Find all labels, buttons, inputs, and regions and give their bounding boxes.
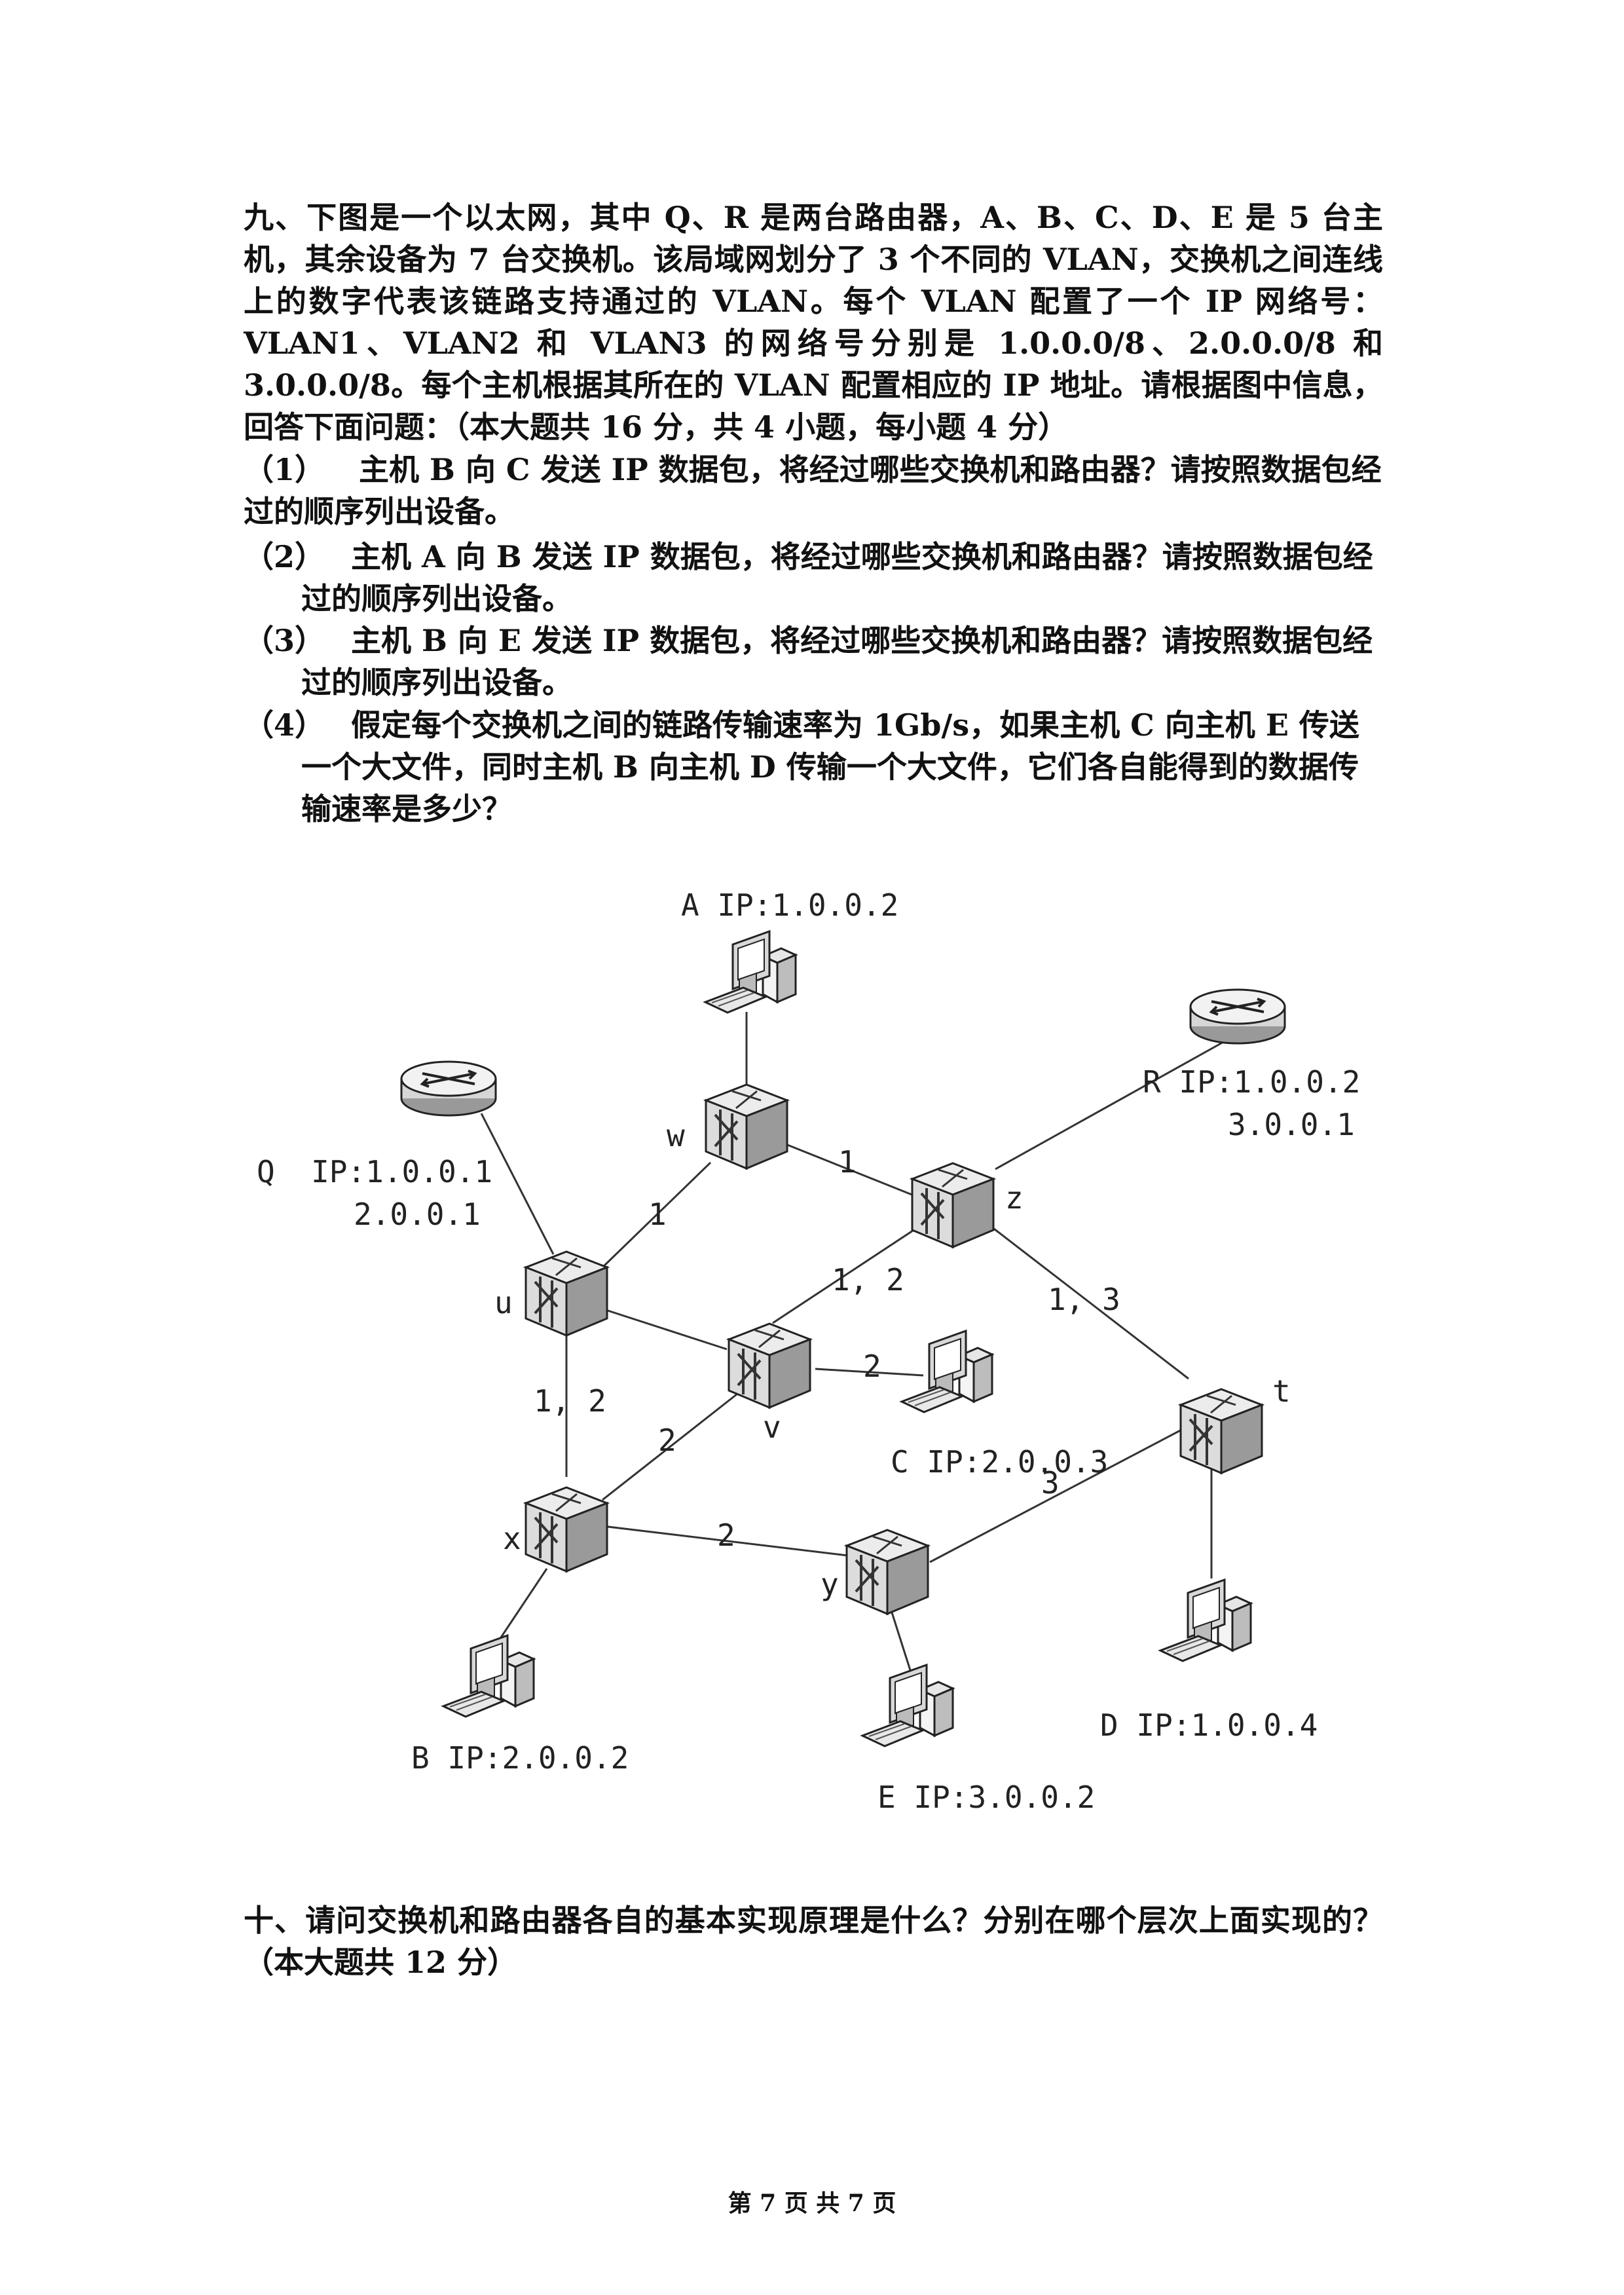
switch-z-icon [911,1162,995,1248]
host-D-label: D IP:1.0.0.4 [1100,1707,1318,1743]
question-10: 十、请问交换机和路由器各自的基本实现原理是什么？分别在哪个层次上面实现的？（本大… [244,1903,1383,1980]
link-u-x-vlan: 1, 2 [534,1383,606,1419]
link-v-z [772,1227,917,1324]
switch-x-label: x [503,1521,521,1556]
question-9-intro: 九、下图是一个以太网，其中 Q、R 是两台路由器，A、B、C、D、E 是 5 台… [244,200,1383,445]
question-9-part-4: （4） 假定每个交换机之间的链路传输速率为 1Gb/s，如果主机 C 向主机 E… [244,704,1383,830]
host-A-icon [704,930,797,1014]
host-B-icon [442,1634,535,1718]
link-u-w [601,1161,712,1269]
link-x-y-vlan: 2 [717,1518,735,1553]
link-v-C [815,1368,924,1377]
link-Q-u [480,1113,555,1255]
link-R-z [995,1040,1225,1170]
router-R-icon [1189,988,1286,1045]
switch-t-icon [1179,1388,1263,1474]
switch-w-icon [705,1083,788,1170]
switch-t-label: t [1272,1373,1291,1409]
part-text: 主机 B 向 C 发送 IP 数据包，将经过哪些交换机和路由器？请按照数据包经过… [244,452,1382,529]
router-R-label: R IP:1.0.0.2 [1143,1064,1360,1100]
link-u-w-vlan: 1 [648,1197,667,1232]
part-number: （4） [244,707,325,743]
router-R-label-2: 3.0.0.1 [1228,1107,1355,1142]
question-9-part-3: （3） 主机 B 向 E 发送 IP 数据包，将经过哪些交换机和路由器？请按照数… [244,620,1383,703]
host-C-icon [900,1330,993,1413]
link-w-z-vlan: 1 [838,1144,857,1180]
switch-v-label: v [763,1409,781,1445]
switch-y-label: y [821,1567,839,1602]
link-y-t [929,1427,1186,1563]
router-Q-label-2: 2.0.0.1 [354,1197,481,1232]
link-x-v [602,1390,741,1501]
link-w-z [782,1142,914,1197]
link-x-B [500,1568,548,1638]
question-9-part-1: （1） 主机 B 向 C 发送 IP 数据包，将经过哪些交换机和路由器？请按照数… [244,449,1383,532]
host-D-icon [1159,1578,1252,1662]
host-C-label: C IP:2.0.0.3 [891,1444,1108,1480]
host-B-label: B IP:2.0.0.2 [411,1740,629,1776]
switch-x-icon [525,1486,608,1573]
part-number: （1） [244,452,325,487]
question-9-part-2: （2） 主机 A 向 B 发送 IP 数据包，将经过哪些交换机和路由器？请按照数… [244,536,1383,620]
switch-z-label: z [1005,1180,1024,1216]
switch-y-icon [845,1529,929,1615]
part-number: （2） [244,539,325,574]
link-u-v [605,1309,728,1351]
part-number: （3） [244,623,325,658]
host-E-icon [861,1664,954,1747]
host-E-label: E IP:3.0.0.2 [877,1780,1095,1815]
part-text: 假定每个交换机之间的链路传输速率为 1Gb/s，如果主机 C 向主机 E 传送一… [301,707,1359,827]
page-footer: 第 7 页 共 7 页 [728,2190,896,2217]
link-x-y [602,1525,849,1557]
router-Q-label: Q IP:1.0.0.1 [257,1154,492,1189]
switch-v-icon [728,1322,811,1409]
part-text: 主机 A 向 B 发送 IP 数据包，将经过哪些交换机和路由器？请按照数据包经过… [301,539,1373,616]
host-A-label: A IP:1.0.0.2 [681,887,898,923]
switch-w-label: w [667,1118,685,1153]
router-Q-icon [400,1060,497,1117]
link-y-t-vlan: 3 [1041,1465,1060,1501]
link-z-t-vlan: 1, 3 [1048,1282,1120,1317]
switch-u-icon [525,1250,608,1337]
link-v-C-vlan: 2 [863,1349,881,1384]
part-text: 主机 B 向 E 发送 IP 数据包，将经过哪些交换机和路由器？请按照数据包经过… [301,623,1373,700]
link-v-z-vlan: 1, 2 [832,1262,904,1297]
link-x-v-vlan: 2 [658,1423,676,1458]
switch-u-label: u [494,1285,513,1320]
link-z-t [988,1223,1189,1380]
